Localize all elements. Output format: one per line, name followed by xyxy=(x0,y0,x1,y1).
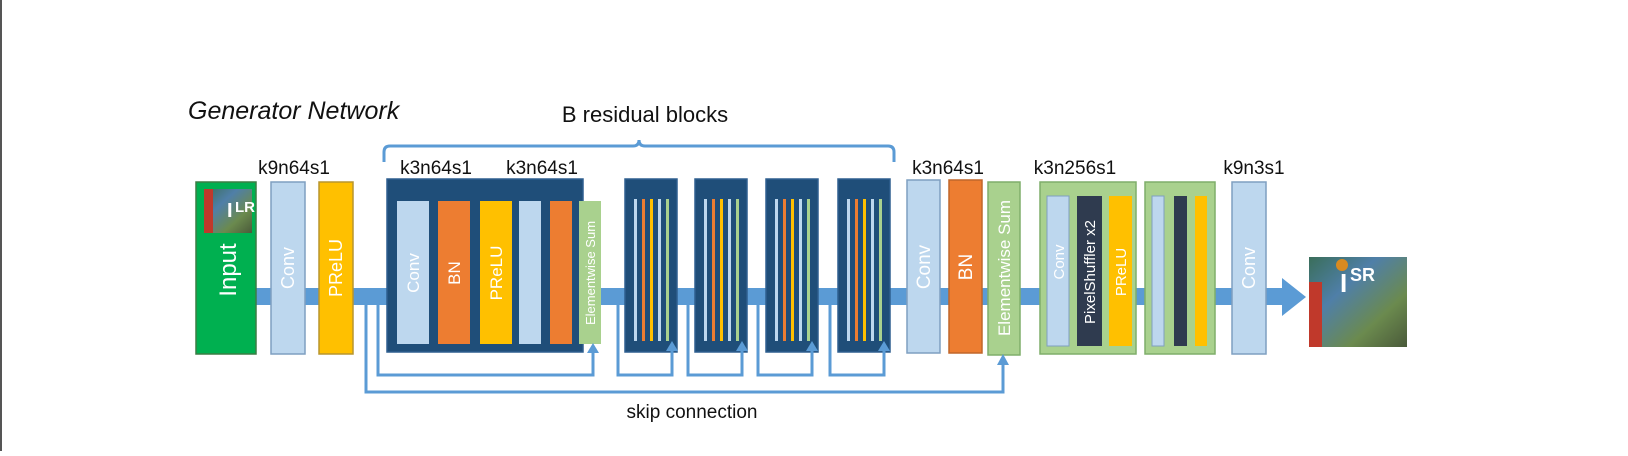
rb2-stripe-sum xyxy=(666,199,669,341)
residual-block-4 xyxy=(765,178,819,353)
up2-prelu-block xyxy=(1195,196,1207,346)
up2-conv-block xyxy=(1151,195,1165,347)
long-skip-connection xyxy=(364,304,1005,394)
rb5-stripe-bn xyxy=(855,199,858,341)
post-bn-block xyxy=(948,179,983,354)
res-conv1-label: Conv xyxy=(404,253,423,293)
post-sum-block xyxy=(987,181,1021,356)
input-image-label: I xyxy=(227,200,233,222)
output-sr-image xyxy=(1309,257,1407,347)
res-bn2-block xyxy=(550,201,572,344)
rb2-stripe-conv2 xyxy=(658,199,661,341)
res-bn-block xyxy=(438,201,470,344)
residual-blocks-label: B residual blocks xyxy=(562,102,728,127)
rb3-stripe-conv xyxy=(704,199,707,341)
rb2-stripe-conv xyxy=(634,199,637,341)
res-sum-block xyxy=(579,201,601,344)
res-bn-label: BN xyxy=(445,261,464,285)
residual-block-5 xyxy=(837,178,891,353)
res-block-4-skip-arrowhead xyxy=(806,341,818,351)
res-block-3-skip-arrowhead xyxy=(736,341,748,351)
rb4-stripe-prelu xyxy=(791,199,794,341)
rb2-stripe-prelu xyxy=(650,199,653,341)
res-conv1-block xyxy=(397,201,429,344)
post-sum-label: Elementwise Sum xyxy=(995,200,1014,336)
res-block-1-skip xyxy=(376,304,595,377)
kernel-label-upsample-conv: k3n256s1 xyxy=(1034,158,1116,179)
pixel-shuffler-label: PixelShuffler x2 xyxy=(1082,220,1099,324)
kernel-label-first-conv: k9n64s1 xyxy=(258,158,330,179)
output-sr-image-eye xyxy=(1336,259,1348,271)
res-conv2-block xyxy=(519,201,541,344)
res-sum-label: Elementwise Sum xyxy=(583,221,598,325)
up-prelu-label: PReLU xyxy=(1113,248,1130,296)
res-block-5-skip xyxy=(828,304,886,377)
rb3-stripe-sum xyxy=(736,199,739,341)
conv1-block xyxy=(270,181,306,355)
residual-blocks-brace xyxy=(382,139,896,162)
rb5-stripe-sum xyxy=(879,199,882,341)
kernel-label-post-conv: k3n64s1 xyxy=(912,158,984,179)
res-block-1-skip-arrowhead xyxy=(587,343,599,353)
res-block-4-skip xyxy=(756,304,814,377)
res-block-2-skip-arrowhead xyxy=(666,341,678,351)
final-conv-label: Conv xyxy=(1239,247,1259,289)
rb3-stripe-prelu xyxy=(720,199,723,341)
kernel-label-res-conv2: k3n64s1 xyxy=(506,158,578,179)
rb5-stripe-prelu xyxy=(863,199,866,341)
post-conv-block xyxy=(906,179,941,354)
post-bn-label: BN xyxy=(956,254,977,280)
input-label: Input xyxy=(215,243,242,297)
output-arrow xyxy=(1282,278,1306,316)
rb5-stripe-conv xyxy=(847,199,850,341)
rb4-stripe-conv xyxy=(775,199,778,341)
conv1-label: Conv xyxy=(278,247,298,289)
final-conv-block xyxy=(1231,181,1267,355)
rb4-stripe-sum xyxy=(807,199,810,341)
res-block-2-skip xyxy=(616,304,674,377)
rb5-stripe-conv2 xyxy=(871,199,874,341)
up-conv-block xyxy=(1046,195,1070,347)
residual-block-2 xyxy=(624,178,678,353)
rb3-stripe-bn xyxy=(712,199,715,341)
diagram-title: Generator Network xyxy=(188,97,401,125)
rb3-stripe-conv2 xyxy=(728,199,731,341)
input-lr-image-red-stripe xyxy=(204,189,213,233)
res-prelu-block xyxy=(480,201,512,344)
input-image-sup: LR xyxy=(235,199,255,216)
up2-pixel-shuffler-block xyxy=(1174,196,1187,346)
output-image-label: I xyxy=(1340,268,1347,298)
up-prelu-block xyxy=(1109,196,1132,346)
kernel-label-final-conv: k9n3s1 xyxy=(1223,158,1284,179)
prelu1-label: PReLU xyxy=(326,239,346,297)
pixel-shuffler-block xyxy=(1077,196,1102,346)
prelu1-block xyxy=(318,181,354,355)
rb4-stripe-bn xyxy=(783,199,786,341)
long-skip-arrowhead xyxy=(997,354,1009,365)
output-image-sup: SR xyxy=(1350,265,1375,285)
res-block-5-skip-arrowhead xyxy=(878,341,890,351)
res-prelu-label: PReLU xyxy=(487,246,506,301)
residual-block-3 xyxy=(694,178,748,353)
res-block-3-skip xyxy=(686,304,744,377)
kernel-label-res-conv1: k3n64s1 xyxy=(400,158,472,179)
up-conv-label: Conv xyxy=(1051,244,1068,280)
output-sr-image-red-stripe xyxy=(1309,282,1322,347)
skip-connection-label: skip connection xyxy=(627,402,758,423)
post-conv-label: Conv xyxy=(914,244,935,289)
rb2-stripe-bn xyxy=(642,199,645,341)
rb4-stripe-conv2 xyxy=(799,199,802,341)
